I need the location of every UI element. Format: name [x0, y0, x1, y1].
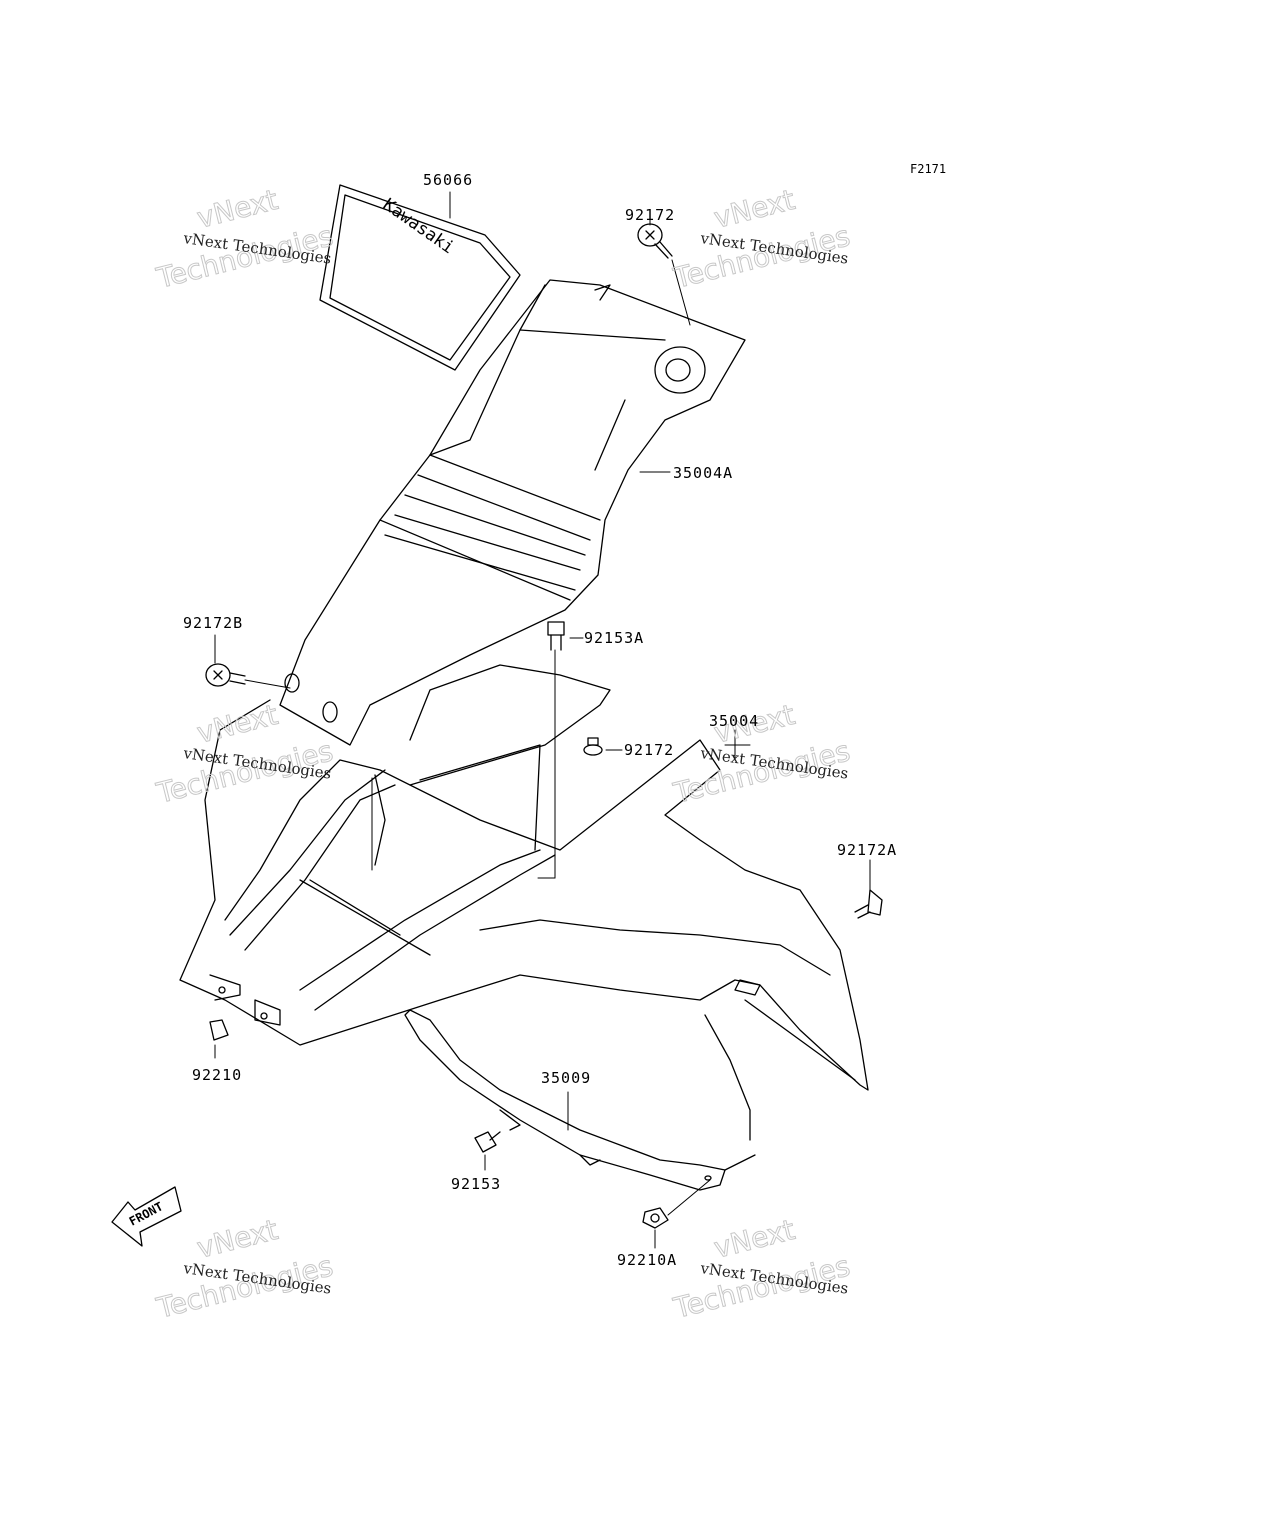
part-label-92210[interactable]: 92210	[192, 1066, 243, 1084]
part-label-92172-top[interactable]: 92172	[625, 206, 676, 224]
part-label-35004[interactable]: 35004	[709, 712, 760, 730]
watermark-top-left: vNext Technologies vNext Technologies	[152, 182, 336, 295]
part-label-35004A[interactable]: 35004A	[673, 464, 734, 482]
part-label-92172-mid[interactable]: 92172	[624, 741, 675, 759]
watermark-line-b1: vNext	[194, 183, 281, 235]
part-label-56066[interactable]: 56066	[423, 171, 474, 189]
front-fender-35004-shape	[179, 664, 869, 1141]
leader-lines	[214, 191, 871, 1249]
fastener-92172B-shape	[205, 663, 246, 687]
fastener-92210A-shape	[642, 1207, 669, 1229]
upper-cover-35004A-shape	[279, 279, 746, 746]
fastener-92172-top-shape	[637, 223, 673, 259]
fastener-92172A-shape	[854, 889, 883, 919]
part-label-92153A[interactable]: 92153A	[584, 629, 645, 647]
fastener-92210-shape	[209, 1019, 229, 1041]
watermark-line-b1: vNext	[711, 1213, 798, 1265]
part-label-35009[interactable]: 35009	[541, 1069, 592, 1087]
fastener-92153A-shape	[547, 621, 565, 651]
part-label-92172A[interactable]: 92172A	[837, 841, 898, 859]
watermark-bottom-right: vNext Technologies vNext Technologies	[669, 1212, 853, 1325]
decal-kawasaki-text: Kawasaki	[379, 195, 458, 258]
watermark-line-b1: vNext	[194, 698, 281, 750]
watermark-mid-left: vNext Technologies vNext Technologies	[152, 697, 336, 810]
front-arrow-shape	[111, 1186, 182, 1247]
part-label-92153[interactable]: 92153	[451, 1175, 502, 1193]
figure-code: F2171	[910, 162, 947, 176]
bracket-35009-shape	[404, 1009, 756, 1191]
decal-56066-shape	[319, 184, 521, 371]
watermark-mid-right: vNext Technologies vNext Technologies	[669, 697, 853, 810]
watermark-line-b1: vNext	[194, 1213, 281, 1265]
watermark-top-right: vNext Technologies vNext Technologies	[669, 182, 853, 295]
part-label-92210A[interactable]: 92210A	[617, 1251, 678, 1269]
watermark-bottom-left: vNext Technologies vNext Technologies	[152, 1212, 336, 1325]
fastener-92153-shape	[474, 1131, 501, 1153]
fastener-92172-mid-shape	[583, 737, 603, 756]
watermark-line-b1: vNext	[711, 183, 798, 235]
part-label-92172B[interactable]: 92172B	[183, 614, 244, 632]
